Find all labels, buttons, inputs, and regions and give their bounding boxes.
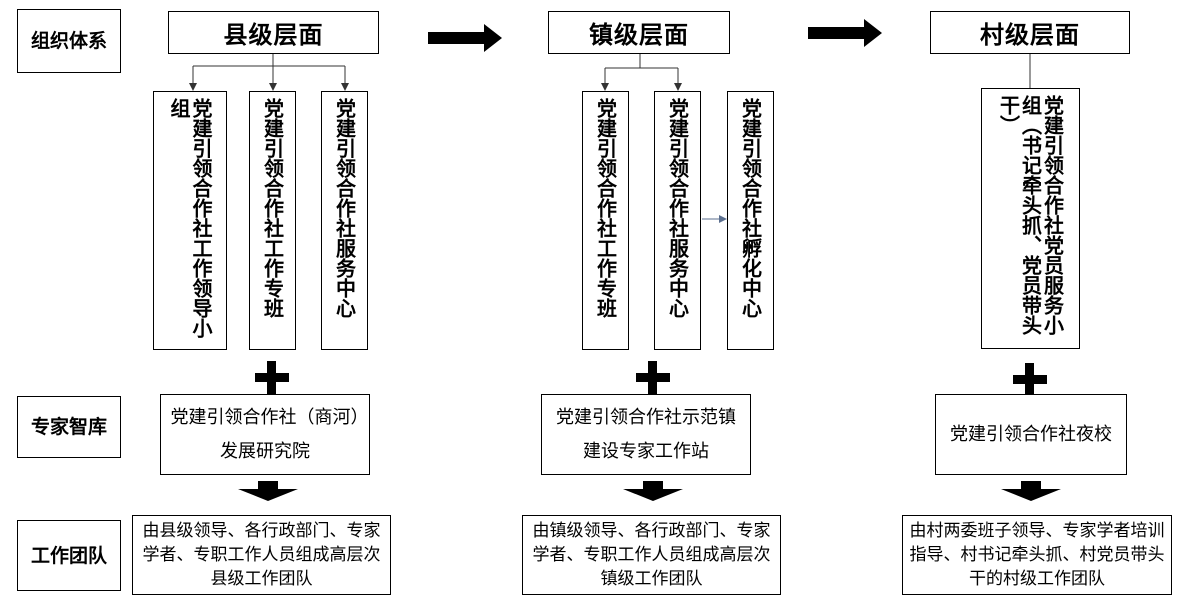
down-arrow-village: [1001, 481, 1061, 501]
town-unit-task-force-text: 党建引领合作社工作专班: [593, 98, 618, 318]
row-label-org: 组织体系: [17, 9, 121, 73]
plus-sign-village: [1013, 363, 1047, 396]
team-county-text: 由县级领导、各行政部门、专家学者、专职工作人员组成高层次县级工作团队: [142, 521, 381, 589]
level-title-county-text: 县级层面: [223, 21, 324, 49]
level-title-county: 县级层面: [168, 11, 379, 54]
team-village-text: 由村两委班子领导、专家学者培训指导、村书记牵头抓、村党员带头干的村级工作团队: [909, 521, 1165, 589]
level-arrow-2: [808, 19, 882, 47]
expert-county: 党建引领合作社（商河）发展研究院: [160, 394, 370, 475]
row-label-expert: 专家智库: [17, 396, 121, 458]
county-unit-service-center: 党建引领合作社服务中心: [321, 91, 368, 350]
team-village: 由村两委班子领导、专家学者培训指导、村书记牵头抓、村党员带头干的村级工作团队: [902, 515, 1172, 595]
town-unit-task-force: 党建引领合作社工作专班: [582, 91, 629, 350]
county-unit-leading-group-text: 党建引领合作社工作领导小组: [167, 98, 213, 338]
level-title-town-text: 镇级层面: [589, 21, 689, 49]
down-arrow-town: [623, 481, 683, 501]
expert-village-text: 党建引领合作社夜校: [950, 423, 1112, 445]
town-branch-lines: [601, 54, 682, 91]
county-unit-service-center-text: 党建引领合作社服务中心: [332, 98, 357, 318]
county-unit-leading-group: 党建引领合作社工作领导小组: [153, 91, 227, 350]
level-title-town: 镇级层面: [548, 11, 730, 54]
village-unit-party-group: 党建引领合作社党员服务小组（书记牵头抓、党员带头干）: [981, 88, 1080, 349]
level-arrow-1: [428, 24, 502, 52]
expert-town: 党建引领合作社示范镇建设专家工作站: [541, 394, 751, 475]
town-unit-incubator: 党建引领合作社孵化中心: [727, 91, 774, 350]
town-unit-incubator-text: 党建引领合作社孵化中心: [738, 98, 763, 318]
level-title-village: 村级层面: [930, 11, 1130, 54]
village-unit-party-group-text: 党建引领合作社党员服务小组（书记牵头抓、党员带头干）: [996, 95, 1065, 335]
team-town-text: 由镇级领导、各行政部门、专家学者、专职工作人员组成高层次镇级工作团队: [532, 521, 771, 589]
row-label-team-text: 工作团队: [30, 544, 107, 567]
row-label-expert-text: 专家智库: [30, 416, 107, 438]
team-town: 由镇级领导、各行政部门、专家学者、专职工作人员组成高层次镇级工作团队: [522, 515, 781, 595]
plus-sign-town: [636, 361, 670, 394]
level-title-village-text: 村级层面: [980, 21, 1080, 49]
row-label-team: 工作团队: [17, 520, 121, 591]
expert-village: 党建引领合作社夜校: [935, 394, 1127, 475]
row-label-org-text: 组织体系: [30, 30, 107, 52]
county-branch-lines: [189, 54, 349, 91]
plus-sign-county: [255, 361, 289, 394]
team-county: 由县级领导、各行政部门、专家学者、专职工作人员组成高层次县级工作团队: [132, 515, 391, 595]
town-unit-service-center: 党建引领合作社服务中心: [654, 91, 701, 350]
expert-town-text: 党建引领合作社示范镇建设专家工作站: [556, 406, 736, 462]
county-unit-task-force-text: 党建引领合作社工作专班: [260, 98, 285, 318]
down-arrow-county: [238, 481, 298, 501]
town-unit-service-center-text: 党建引领合作社服务中心: [665, 98, 690, 318]
expert-county-text: 党建引领合作社（商河）发展研究院: [170, 406, 360, 462]
county-unit-task-force: 党建引领合作社工作专班: [249, 91, 296, 350]
